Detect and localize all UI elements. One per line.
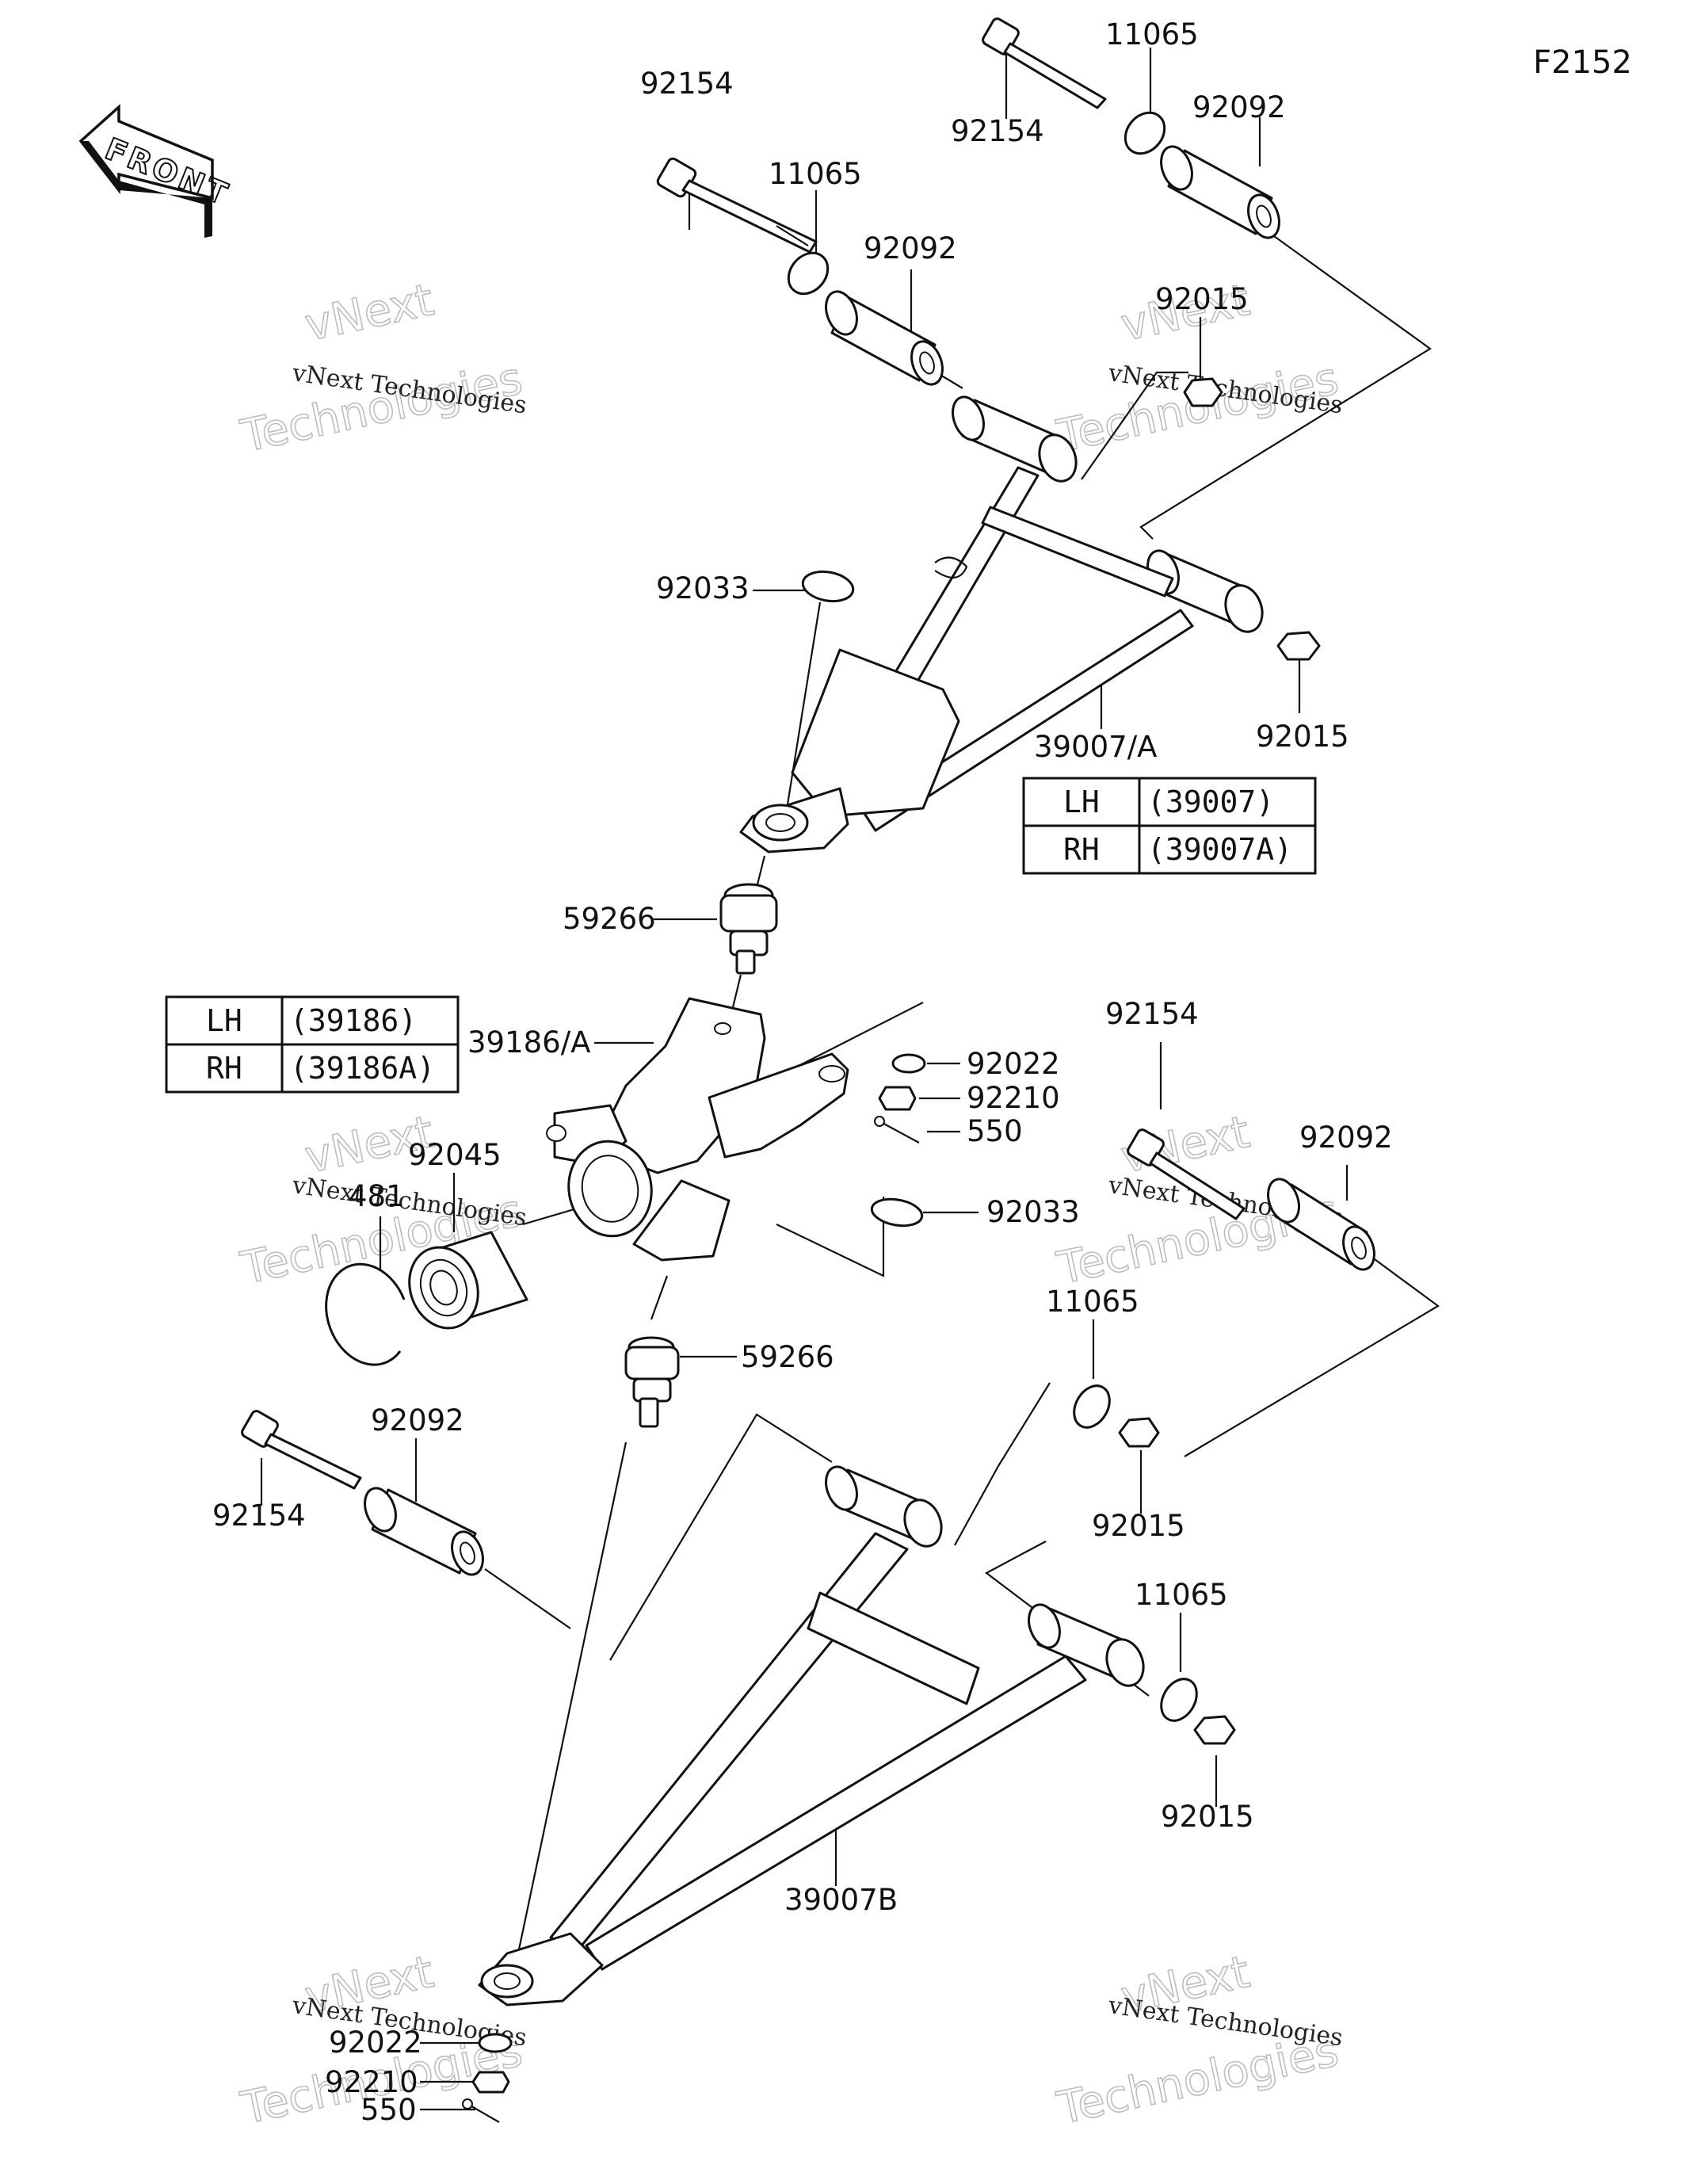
label-bolt-top-left: 92154 (640, 67, 734, 101)
label-nut-upper-inner: 92015 (1155, 282, 1249, 316)
steering-knuckle[interactable] (546, 997, 849, 1262)
label-bolt-mid-right: 92154 (1105, 997, 1199, 1031)
nut-lower-outer[interactable] (1193, 1715, 1236, 1745)
nut-bottom[interactable] (471, 2071, 510, 2094)
label-pin-knuckle: 550 (967, 1114, 1023, 1148)
label-nut-lower-inner: 92015 (1092, 1509, 1185, 1543)
washer-top-right[interactable] (1117, 105, 1173, 161)
label-snap-ring: 481 (349, 1179, 405, 1213)
bushing-top-right[interactable] (1156, 143, 1285, 242)
label-bearing: 92045 (408, 1138, 502, 1172)
bushing-top-left[interactable] (821, 288, 948, 389)
upper-a-arm[interactable] (739, 393, 1268, 853)
label-washer-knuckle: 92022 (967, 1047, 1060, 1081)
label-circlip-knuckle: 92033 (986, 1195, 1080, 1229)
bolt-lower-left[interactable] (240, 1409, 362, 1490)
bolt-top-right[interactable] (981, 17, 1107, 109)
washer-knuckle[interactable] (891, 1053, 926, 1074)
label-bushing-top-right: 92092 (1192, 90, 1286, 124)
label-balljoint-lower: 59266 (741, 1340, 834, 1374)
watermark-1: vNext Technologies vNext Technologies (236, 273, 528, 463)
washer-lower-inner[interactable] (1067, 1380, 1117, 1434)
label-nut-bottom: 92210 (325, 2065, 418, 2099)
watermark-6: vNext Technologies vNext Technologies (1052, 1945, 1345, 2135)
label-nut-lower-outer: 92015 (1161, 1800, 1254, 1834)
label-bushing-lower-left: 92092 (371, 1403, 464, 1438)
balljoint-lower[interactable] (624, 1336, 680, 1428)
nut-upper-outer[interactable] (1276, 631, 1321, 661)
table-upper-arm-part-0: (39007) (1147, 785, 1274, 819)
bolt-mid-right[interactable] (1126, 1128, 1246, 1220)
wheel-bearing[interactable] (399, 1231, 528, 1338)
circlip-upper[interactable] (800, 568, 855, 605)
circlip-knuckle[interactable] (870, 1196, 925, 1230)
table-upper-arm-side-0: LH (1063, 785, 1100, 819)
label-circlip-upper: 92033 (656, 571, 750, 605)
table-knuckle: LH (39186) RH (39186A) (165, 995, 460, 1094)
bushing-mid-right[interactable] (1263, 1175, 1380, 1274)
svg-text:vNext: vNext (300, 274, 438, 352)
lower-a-arm[interactable] (478, 1463, 1150, 2006)
label-upper-arm: 39007/A (1034, 730, 1157, 764)
label-lower-arm: 39007B (784, 1883, 898, 1917)
label-bolt-top-right: 92154 (951, 114, 1044, 148)
washer-bottom[interactable] (478, 2033, 513, 2053)
front-arrow-icon: FRONT (78, 104, 235, 238)
table-knuckle-part-0: (39186) (290, 1003, 417, 1038)
label-washer-top-left: 11065 (769, 157, 862, 191)
label-washer-lower-inner: 11065 (1046, 1285, 1139, 1319)
pin-knuckle[interactable] (874, 1116, 920, 1144)
label-balljoint-upper: 59266 (563, 902, 656, 936)
table-knuckle-side-1: RH (206, 1051, 242, 1086)
pin-bottom[interactable] (462, 2098, 500, 2123)
part-labels: 92154 92154 11065 11065 92092 92092 9201… (212, 17, 1393, 2127)
nut-upper-inner[interactable] (1183, 377, 1223, 407)
label-nut-knuckle: 92210 (967, 1081, 1060, 1115)
label-bushing-mid-right: 92092 (1299, 1121, 1393, 1155)
label-bolt-lower-left: 92154 (212, 1499, 306, 1533)
snap-ring[interactable] (325, 1262, 406, 1366)
table-upper-arm-part-1: (39007A) (1147, 832, 1292, 867)
table-knuckle-side-0: LH (206, 1003, 242, 1038)
nut-knuckle[interactable] (878, 1086, 917, 1111)
label-pin-bottom: 550 (361, 2093, 417, 2127)
nut-lower-inner[interactable] (1118, 1417, 1160, 1448)
label-nut-upper-outer: 92015 (1256, 720, 1349, 754)
diagram-code: F2152 (1533, 44, 1632, 81)
label-washer-top-right: 11065 (1105, 17, 1199, 52)
table-upper-arm: LH (39007) RH (39007A) (1022, 777, 1317, 875)
label-bushing-top-left: 92092 (864, 231, 957, 265)
label-knuckle: 39186/A (467, 1025, 590, 1060)
balljoint-upper[interactable] (719, 883, 778, 975)
label-washer-lower-outer: 11065 (1135, 1578, 1228, 1612)
table-knuckle-part-1: (39186A) (290, 1051, 435, 1086)
bolt-top-left[interactable] (656, 157, 818, 254)
table-upper-arm-side-1: RH (1063, 832, 1100, 867)
washer-lower-outer[interactable] (1154, 1673, 1204, 1727)
bushing-lower-left[interactable] (360, 1484, 489, 1579)
washer-top-left[interactable] (780, 245, 836, 301)
label-washer-bottom: 92022 (329, 2026, 422, 2060)
